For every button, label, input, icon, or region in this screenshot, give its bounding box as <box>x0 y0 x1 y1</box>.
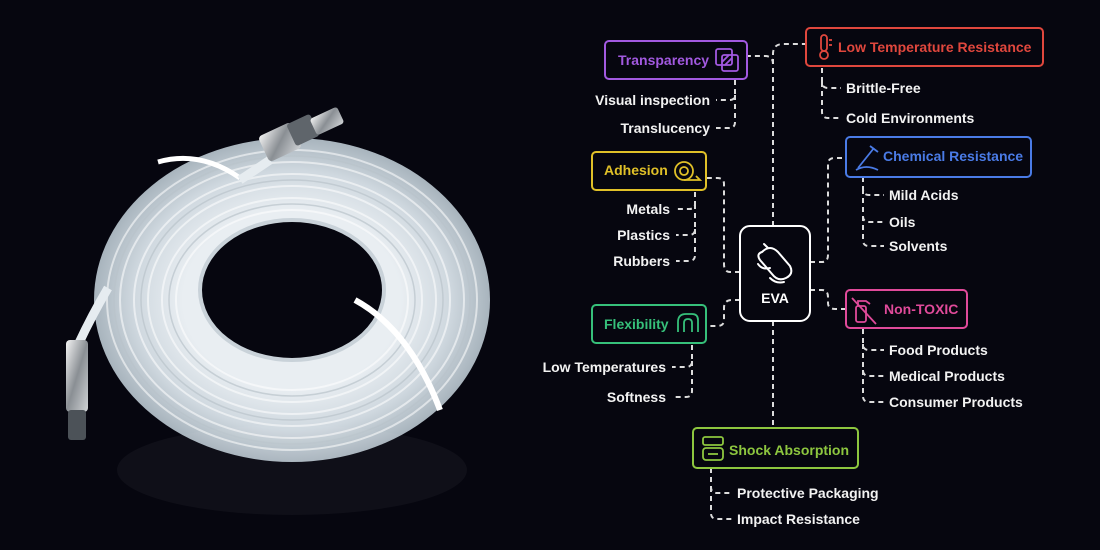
non-toxic-label: Non-TOXIC <box>884 301 958 317</box>
center-label: EVA <box>761 290 789 306</box>
leaf-metals: Metals <box>626 201 670 217</box>
node-non-toxic[interactable]: Non-TOXIC <box>845 289 968 329</box>
thermometer-icon <box>819 34 832 60</box>
transparency-label: Transparency <box>618 52 709 68</box>
leaf-translucency: Translucency <box>621 120 711 136</box>
chemical-dropper-icon <box>855 145 879 171</box>
node-low-temperature-resistance[interactable]: Low Temperature Resistance <box>805 27 1044 67</box>
coil-hole <box>200 220 384 360</box>
center-node-eva[interactable]: EVA <box>739 225 811 322</box>
node-transparency[interactable]: Transparency <box>604 40 748 80</box>
leaf-solvents: Solvents <box>889 238 948 254</box>
leaf-plastics: Plastics <box>617 227 670 243</box>
flexible-pipe-icon <box>677 313 699 332</box>
polymer-icon <box>757 243 793 284</box>
leaf-brittle-free: Brittle-Free <box>846 80 921 96</box>
leaf-impact-resistance: Impact Resistance <box>737 511 860 527</box>
leaf-rubbers: Rubbers <box>613 253 670 269</box>
left-connector <box>66 285 112 440</box>
leaf-low-temperatures: Low Temperatures <box>543 359 667 375</box>
leaf-visual-inspection: Visual inspection <box>595 92 710 108</box>
tape-icon <box>674 161 703 181</box>
leaf-medical-products: Medical Products <box>889 368 1005 384</box>
node-adhesion[interactable]: Adhesion <box>591 151 707 191</box>
hose-coil-image <box>66 107 490 515</box>
chemical-resistance-label: Chemical Resistance <box>883 148 1023 164</box>
leaf-mild-acids: Mild Acids <box>889 187 959 203</box>
node-flexibility[interactable]: Flexibility <box>591 304 707 344</box>
node-shock-absorption[interactable]: Shock Absorption <box>692 427 859 469</box>
leaf-softness: Softness <box>607 389 666 405</box>
flexibility-label: Flexibility <box>604 316 669 332</box>
connector-lines <box>672 43 884 520</box>
node-chemical-resistance[interactable]: Chemical Resistance <box>845 136 1032 178</box>
no-spray-icon <box>851 297 877 325</box>
leaf-cold-environments: Cold Environments <box>846 110 975 126</box>
top-connector <box>237 107 344 184</box>
leaf-protective-packaging: Protective Packaging <box>737 485 879 501</box>
adhesion-label: Adhesion <box>604 162 668 178</box>
cushion-icon <box>702 436 724 461</box>
shock-absorption-label: Shock Absorption <box>729 442 849 458</box>
low-temperature-label: Low Temperature Resistance <box>838 39 1032 55</box>
leaf-consumer-products: Consumer Products <box>889 394 1023 410</box>
leaf-food-products: Food Products <box>889 342 988 358</box>
zip-tie <box>157 155 242 181</box>
zip-tie <box>353 297 443 412</box>
leaf-oils: Oils <box>889 214 916 230</box>
transparency-icon <box>715 48 739 72</box>
